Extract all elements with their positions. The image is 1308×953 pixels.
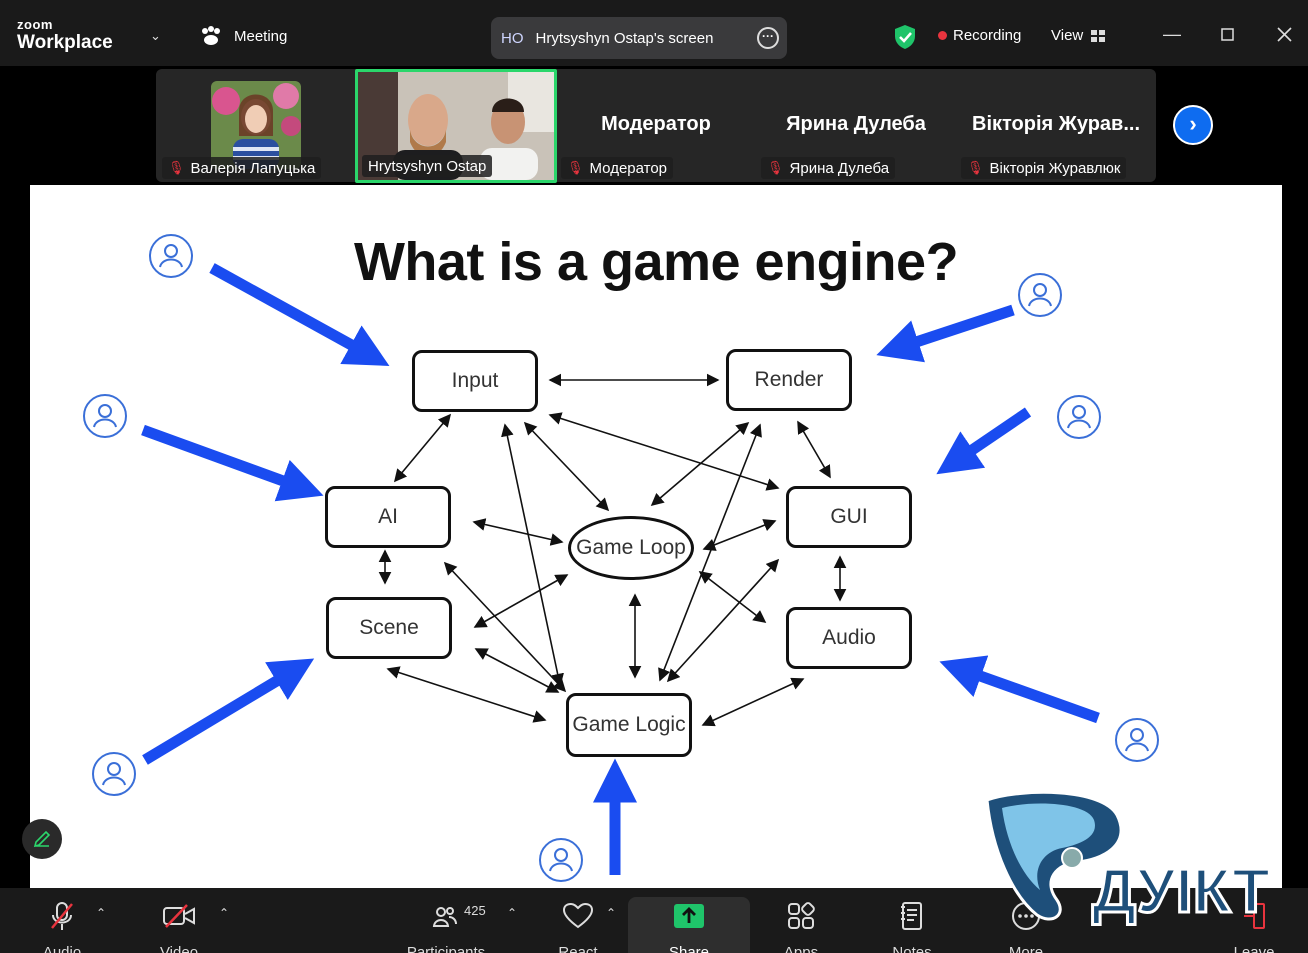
mic-muted-icon: 🎙︎ (168, 160, 185, 175)
user-icon (83, 394, 127, 438)
leave-label: Leave (1233, 944, 1275, 953)
zoom-workplace-logo[interactable]: zoom Workplace (17, 18, 113, 52)
participants-label: Participants (406, 944, 486, 953)
diagram-node-scene: Scene (326, 597, 452, 659)
chevron-down-icon[interactable]: ⌄ (150, 28, 161, 43)
apps-button[interactable]: Apps (774, 896, 828, 953)
user-icon (1115, 718, 1159, 762)
participant-name-tag: 🎙︎ Вікторія Журавлюк (961, 157, 1127, 179)
notes-icon (901, 902, 922, 930)
mic-muted-icon: 🎙︎ (967, 160, 984, 175)
diagram-connectors (141, 263, 1100, 875)
participant-tile-active-speaker[interactable]: Hrytsyshyn Ostap (355, 69, 557, 183)
brand-line1: zoom (17, 17, 53, 32)
diagram-node-ai: AI (325, 486, 451, 548)
sharer-initials: HO (501, 29, 524, 47)
apps-label: Apps (783, 944, 819, 953)
paw-icon (202, 26, 220, 45)
audio-button[interactable]: Audio (30, 896, 94, 953)
video-off-icon (163, 904, 195, 928)
view-button[interactable]: View (1051, 27, 1106, 44)
participant-name-tag: 🎙︎ Ярина Дулеба (761, 157, 896, 179)
participant-name: Ярина Дулеба (789, 159, 890, 177)
participant-tile[interactable]: Вікторія Журав... 🎙︎ Вікторія Журавлюк (957, 69, 1155, 182)
participants-options-caret-icon[interactable]: ⌃ (507, 906, 518, 920)
participant-tile[interactable]: Модератор 🎙︎ Модератор (557, 69, 755, 182)
participant-name-tag: Hrytsyshyn Ostap (362, 155, 493, 177)
mic-muted-icon: 🎙︎ (767, 160, 784, 175)
slide-title: What is a game engine? (353, 232, 959, 292)
diagram-node-game-logic: Game Logic (566, 693, 692, 757)
apps-icon (788, 902, 815, 929)
user-icon (1057, 395, 1101, 439)
shared-screen: What is a game engine? (30, 185, 1282, 888)
brand-line2: Workplace (17, 32, 113, 53)
diagram-node-input: Input (412, 350, 538, 412)
meeting-info-button[interactable]: Meeting (200, 26, 287, 46)
diagram-node-game-loop: Game Loop (568, 516, 694, 580)
close-icon[interactable] (1277, 27, 1292, 42)
participant-name-tag: 🎙︎ Модератор (561, 157, 674, 179)
recording-indicator[interactable]: Recording (938, 27, 1021, 44)
user-icon (149, 234, 193, 278)
participant-name-tag: 🎙︎ Валерія Лапуцька (162, 157, 322, 179)
participant-name: Модератор (589, 159, 668, 177)
video-options-caret-icon[interactable]: ⌃ (219, 906, 230, 920)
diagram-node-gui: GUI (786, 486, 912, 548)
share-screen-icon (674, 904, 704, 928)
notes-label: Notes (892, 944, 932, 953)
participant-tile[interactable]: Ярина Дулеба 🎙︎ Ярина Дулеба (757, 69, 955, 182)
participants-icon (432, 907, 457, 927)
audio-options-caret-icon[interactable]: ⌃ (96, 906, 107, 920)
participant-display-name: Вікторія Журав... (972, 113, 1140, 135)
recording-label: Recording (953, 27, 1022, 44)
next-page-button[interactable]: › (1173, 105, 1213, 145)
video-label: Video (159, 944, 199, 953)
participant-name: Hrytsyshyn Ostap (368, 157, 487, 175)
share-button[interactable]: Share (648, 896, 730, 953)
participants-count: 425 (464, 902, 486, 918)
shield-check-icon[interactable] (893, 24, 917, 50)
logo-text: ДУІКТ (1092, 857, 1270, 926)
video-button[interactable]: Video (150, 896, 208, 953)
screen-share-label: Hrytsyshyn Ostap's screen (535, 29, 714, 47)
participant-video (211, 81, 301, 169)
participant-name: Валерія Лапуцька (190, 159, 316, 177)
user-icon (1018, 273, 1062, 317)
grid-view-icon (1091, 29, 1106, 42)
user-icon (92, 752, 136, 796)
meeting-label: Meeting (234, 27, 288, 45)
more-label: More (1008, 944, 1044, 953)
annotate-button[interactable] (22, 819, 62, 859)
leave-button[interactable]: Leave (1226, 896, 1282, 953)
diagram-node-render: Render (726, 349, 852, 411)
participant-display-name: Модератор (601, 113, 711, 135)
duikt-logo: ДУІКТ (985, 790, 1272, 928)
more-options-icon[interactable]: ··· (757, 27, 779, 49)
participant-display-name: Ярина Дулеба (786, 113, 926, 135)
pencil-icon (33, 830, 51, 848)
maximize-icon[interactable] (1221, 28, 1234, 41)
screen-share-indicator[interactable]: HO Hrytsyshyn Ostap's screen ··· (491, 17, 787, 59)
participants-button[interactable]: 425 Participants (400, 896, 492, 953)
react-options-caret-icon[interactable]: ⌃ (606, 906, 617, 920)
audio-label: Audio (42, 944, 82, 953)
mic-muted-icon: 🎙︎ (567, 160, 584, 175)
share-label: Share (668, 944, 710, 953)
minimize-icon[interactable]: — (1163, 24, 1181, 44)
react-button[interactable]: React (552, 896, 604, 953)
participant-name: Вікторія Журавлюк (989, 159, 1121, 177)
heart-icon (563, 903, 593, 929)
microphone-muted-icon (51, 902, 73, 930)
participant-tile[interactable]: 🎙︎ Валерія Лапуцька (158, 69, 356, 182)
view-label: View (1051, 27, 1084, 44)
notes-button[interactable]: Notes (884, 896, 940, 953)
leave-icon (1244, 903, 1265, 929)
diagram-node-audio: Audio (786, 607, 912, 669)
react-label: React (558, 944, 598, 953)
recording-dot-icon (938, 31, 947, 40)
user-icon (539, 838, 583, 882)
top-bar: zoom Workplace ⌄ Meeting HO Hrytsyshyn O… (0, 0, 1308, 66)
